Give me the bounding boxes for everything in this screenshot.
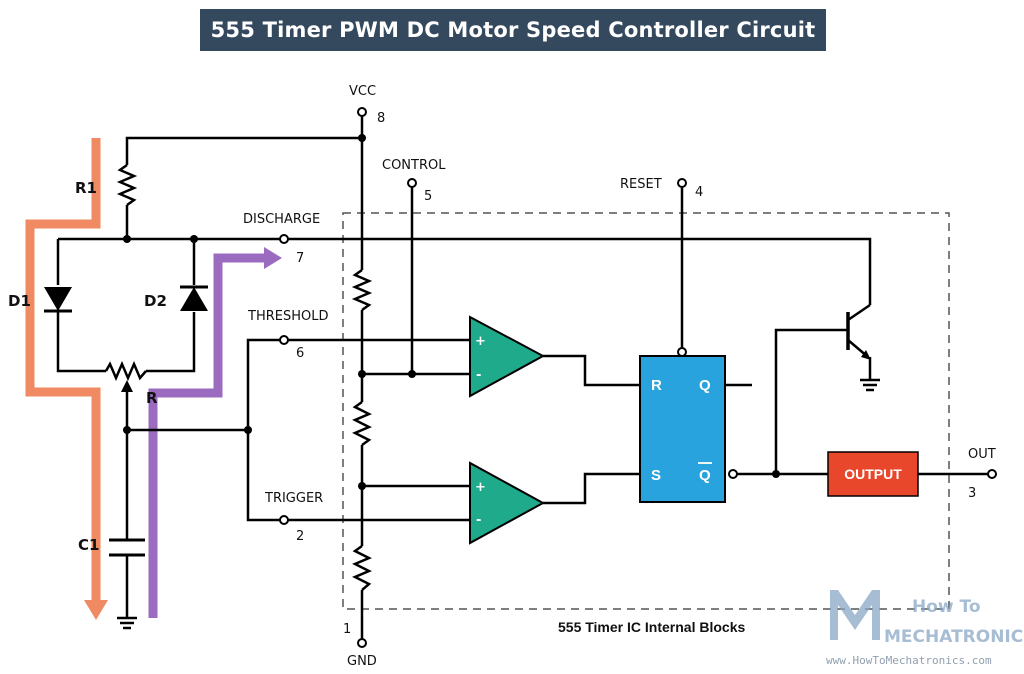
out-label: OUT [968,447,996,462]
wiring [56,112,989,640]
capacitor-c1 [109,538,145,557]
diode-d2 [180,285,208,311]
threshold-label: THRESHOLD [247,309,328,324]
discharge-pin-number: 7 [296,251,304,266]
gnd-pin-number: 1 [343,622,351,637]
watermark-logo: How To MECHATRONICS www.HowToMechatronic… [826,590,1024,667]
divider-resistor-mid [352,400,372,447]
reset-label: RESET [620,177,662,192]
r-label: R [146,389,158,407]
comparator-upper-plus: + [475,334,486,349]
watermark-line2: MECHATRONICS [884,627,1024,647]
potentiometer-r [104,360,147,392]
watermark-line1: How To [912,597,981,617]
trigger-label: TRIGGER [264,491,323,506]
threshold-pin-number: 6 [296,346,304,361]
resistor-r1 [116,163,138,207]
output-block-label: OUTPUT [844,466,902,482]
out-pin-number: 3 [968,486,976,501]
pin-terminals [279,107,997,648]
c1-label: C1 [78,536,99,554]
discharge-path [148,247,282,618]
gnd-label: GND [347,654,377,669]
transistor-emitter-arrow [861,350,871,360]
junction-dots [123,134,780,490]
title-banner: 555 Timer PWM DC Motor Speed Controller … [200,9,826,51]
comparator-lower: + - [469,461,546,545]
flipflop-q-label: Q [699,377,711,394]
trigger-pin-number: 2 [296,529,304,544]
flipflop-qbar-label: Q [699,467,711,484]
flipflop-r-label: R [651,377,662,394]
comparator-upper-minus: - [476,368,481,383]
vcc-pin-number: 8 [377,111,385,126]
watermark-url: www.HowToMechatronics.com [826,654,992,667]
control-pin-number: 5 [424,189,432,204]
d2-label: D2 [144,292,167,310]
discharge-label: DISCHARGE [243,212,320,227]
diagram-title: 555 Timer PWM DC Motor Speed Controller … [210,18,816,42]
divider-resistor-bottom [352,544,372,591]
r1-label: R1 [75,179,97,197]
diode-d1 [44,287,72,313]
ic-block-caption: 555 Timer IC Internal Blocks [558,619,745,635]
comparator-lower-plus: + [475,480,486,495]
control-label: CONTROL [382,158,446,173]
ic-boundary [342,212,950,610]
d1-label: D1 [8,292,31,310]
reset-pin-number: 4 [695,185,703,200]
sr-flipflop: R Q S Q [639,355,726,503]
comparator-upper: + - [469,315,546,398]
flipflop-s-label: S [651,467,661,484]
divider-resistor-top [351,268,373,312]
output-block: OUTPUT [827,451,919,497]
comparator-lower-minus: - [476,513,481,528]
charge-path [25,138,108,620]
vcc-label: VCC [349,84,376,99]
